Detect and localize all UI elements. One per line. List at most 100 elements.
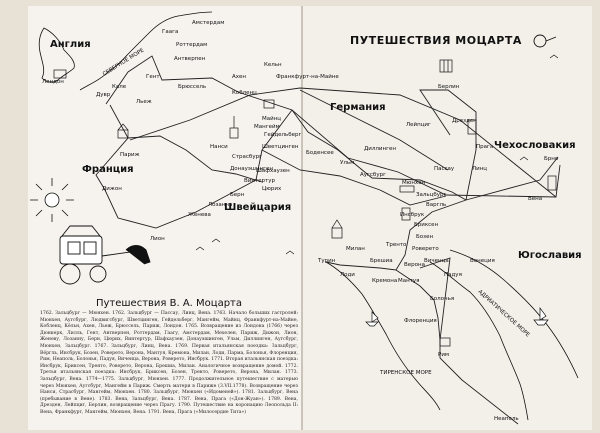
city-schaffhausen: Шафхаузен	[256, 168, 290, 174]
city-turin: Турин	[317, 258, 336, 264]
bird-icon	[211, 238, 221, 243]
city-strasbourg: Страсбург	[232, 154, 262, 160]
bird-icon	[195, 246, 205, 251]
country-yugoslavia: Югославия	[518, 250, 582, 261]
city-ulm: Ульм	[340, 160, 354, 166]
city-vicenza: Виченца	[424, 258, 449, 264]
city-salzburg: Зальцбург	[416, 192, 447, 198]
city-cremona: Кремона	[372, 278, 397, 284]
landmark-icons	[53, 59, 557, 347]
city-dijon: Дижон	[102, 186, 122, 192]
country-labels: Англия Франция Швейцария Германия Чехосл…	[50, 39, 582, 261]
city-innsbruck: Инсбрук	[400, 212, 425, 218]
city-mainz: Майнц	[262, 115, 281, 122]
city-nancy: Нанси	[210, 144, 228, 150]
country-france: Франция	[82, 164, 134, 175]
city-vienna: Вена	[528, 196, 542, 202]
city-florence: Флоренция	[404, 318, 437, 324]
ship-sail-icon	[539, 306, 547, 321]
city-schwetzingen: Шветцинген	[262, 144, 299, 150]
innsbruck-tower-icon	[401, 207, 411, 221]
city-brno: Брно	[544, 156, 559, 162]
bird-icon	[285, 250, 295, 255]
mainz-landmark-icon	[263, 99, 275, 109]
ship-icons	[365, 306, 549, 327]
city-padua: Падуя	[444, 272, 462, 278]
map-title: ПУТЕШЕСТВИЯ МОЦАРТА	[350, 34, 522, 47]
berlin-gate-icon	[439, 59, 453, 73]
city-venice: Венеция	[470, 258, 495, 264]
city-bologna: Болонья	[430, 296, 454, 302]
post-horn-icon	[533, 34, 557, 48]
city-wargel: Варгль	[426, 202, 446, 208]
coastlines	[38, 11, 579, 421]
city-london: Лондон	[42, 79, 64, 85]
travel-chronology: 1762. Зальцбург — Мюнхен. 1762. Зальцбур…	[40, 311, 298, 415]
city-liege: Льеж	[136, 99, 152, 105]
left-page	[28, 6, 302, 430]
country-czech: Чехословакия	[494, 140, 576, 151]
city-winterthur: Винтертур	[244, 178, 275, 184]
map-caption: Путешествия В. А. Моцарта	[95, 298, 243, 309]
country-england: Англия	[50, 39, 91, 50]
city-trento: Тренто	[385, 242, 407, 248]
city-labels: Амстердам Роттердам Гаага Антверпен Гент…	[42, 20, 559, 422]
city-rovereto: Роверето	[412, 246, 439, 252]
city-verona: Верона	[404, 262, 425, 268]
city-prague: Прага	[476, 144, 493, 150]
city-dillingen: Диллинген	[364, 146, 396, 152]
london-landmark-icon	[53, 69, 67, 79]
ship-icon	[365, 321, 379, 327]
city-linz: Линц	[472, 166, 487, 172]
city-brixen: Бриксен	[414, 222, 439, 228]
city-zurich: Цюрих	[262, 186, 282, 192]
country-germany: Германия	[330, 102, 386, 113]
milan-duomo-icon	[331, 227, 343, 239]
city-dresden: Дрезден	[452, 118, 477, 124]
city-leipzig: Лейпциг	[406, 121, 431, 128]
country-switzerland: Швейцария	[224, 202, 291, 213]
city-berlin: Берлин	[438, 84, 460, 90]
city-donaueschingen: Донауэшинген	[230, 166, 273, 172]
city-rome: Рим	[438, 352, 449, 358]
city-bern: Берн	[230, 192, 245, 198]
ship-sail-icon	[371, 311, 379, 323]
prague-tower-icon	[467, 119, 477, 135]
city-aachen: Ахен	[232, 74, 246, 80]
city-paris: Париж	[120, 152, 140, 158]
city-naples: Неаполь	[494, 416, 519, 422]
ship-icon	[533, 319, 549, 326]
city-cologne: Кельн	[264, 62, 282, 68]
city-dover: Дувр	[96, 92, 111, 98]
vienna-tower-icon	[547, 175, 557, 191]
milan-duomo-spire-icon	[331, 219, 343, 229]
city-gent: Гент	[146, 74, 160, 80]
city-lodi: Лоди	[340, 272, 355, 278]
carriage-illustration-icon	[59, 225, 151, 285]
city-amsterdam: Амстердам	[192, 20, 224, 26]
paris-roof-icon	[117, 123, 129, 131]
city-munich: Мюнхен	[402, 180, 426, 186]
city-frankfurt: Франкфурт-на-Майне	[276, 73, 339, 80]
city-mantua: Мантуя	[398, 278, 419, 284]
right-page	[302, 6, 592, 430]
travel-routes	[95, 55, 561, 425]
city-brescia: Брешиа	[370, 258, 393, 264]
city-augsburg: Аугсбург	[360, 172, 386, 178]
salzburg-fortress-icon	[399, 185, 415, 193]
city-lausanne: Лозанна	[208, 202, 232, 208]
city-brussels: Брюссель	[178, 84, 206, 90]
city-lyon: Лион	[150, 236, 165, 242]
city-bozen: Бозен	[416, 234, 433, 240]
paris-landmark-icon	[117, 129, 129, 139]
city-hague: Гаага	[162, 29, 178, 35]
bird-icon	[549, 54, 559, 59]
sea-tyrrhenian: ТИРЕНСКОЕ МОРЕ	[379, 370, 432, 376]
berlin-columns-icon	[443, 60, 449, 72]
city-milan: Милан	[346, 246, 365, 252]
city-rotterdam: Роттердам	[176, 42, 207, 48]
city-bodensee: Боденсее	[306, 150, 334, 156]
city-mannheim: Мангейм	[254, 123, 280, 130]
